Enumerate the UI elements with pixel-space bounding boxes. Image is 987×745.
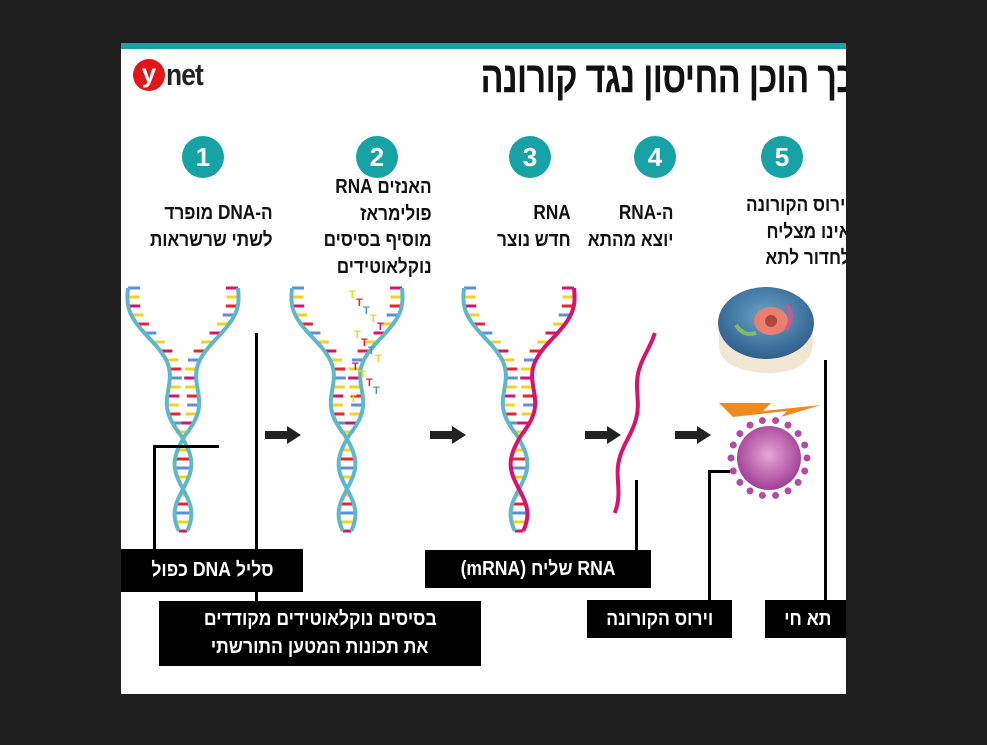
- callout-text: RNA שליח (mRNA): [460, 558, 616, 580]
- callout-virus: וירוס הקורונה: [587, 600, 732, 638]
- connector-line: [708, 470, 711, 600]
- step-line: פולימראז: [360, 202, 432, 225]
- callout-text: את תכונות המטען התורשתי: [211, 636, 429, 658]
- step-line: לשתי שרשראות: [150, 228, 273, 251]
- callout-bases: בסיסים נוקלאוטידים מקודדים את תכונות המט…: [159, 601, 481, 666]
- blocked-lightning-icon: [719, 403, 821, 417]
- free-nucleotide: T: [354, 329, 361, 341]
- step-line: האנזים RNA: [335, 176, 432, 198]
- callout-text: בסיסים נוקלאוטידים מקודדים: [203, 608, 437, 630]
- free-nucleotide: T: [366, 377, 373, 389]
- step-line: אינו מצליח: [766, 220, 846, 243]
- callout-text: תא חי: [783, 608, 832, 630]
- arrow-right-icon: [585, 426, 621, 444]
- free-nucleotide: T: [359, 369, 366, 381]
- step-line: וירוס הקורונה: [745, 194, 846, 216]
- step-3-text: RNA חדש נוצר: [497, 200, 571, 253]
- virus-spike: [758, 491, 766, 499]
- accent-bar: [121, 43, 846, 49]
- connector-line: [824, 360, 827, 600]
- virus-spike: [729, 441, 737, 449]
- dna-3-strand: [461, 287, 530, 532]
- virus-spike: [784, 421, 792, 429]
- step-line: RNA: [533, 202, 571, 224]
- virus-spike: [746, 487, 754, 495]
- virus-spike: [772, 417, 780, 425]
- virus-spike: [729, 467, 737, 475]
- step-line: חדש נוצר: [497, 228, 571, 251]
- virus-spike: [736, 478, 744, 486]
- virus-spike: [758, 417, 766, 425]
- callout-text: וירוס הקורונה: [606, 608, 713, 630]
- step-4-text: ה-RNA יוצא מהתא: [587, 200, 673, 253]
- virus-spike: [803, 454, 811, 462]
- virus-spike: [784, 487, 792, 495]
- rna-strand: [612, 332, 657, 514]
- step-4-number: 4: [634, 136, 676, 178]
- page-title: כך הוכן החיסון נגד קורונה: [480, 53, 846, 102]
- virus-spike: [801, 467, 809, 475]
- connector-line: [153, 445, 156, 549]
- ynet-logo: y net: [133, 57, 210, 93]
- callout-text: סליל DNA כפול: [150, 559, 274, 581]
- step-line: לחדור לתא: [765, 247, 846, 269]
- step-1-text: ה-DNA מופרד לשתי שרשראות: [150, 200, 273, 253]
- step-3-number: 3: [509, 136, 551, 178]
- connector-line: [708, 470, 730, 473]
- infographic: y net כך הוכן החיסון נגד קורונה 1 2 3 4 …: [121, 43, 846, 694]
- free-nucleotide: T: [352, 361, 359, 373]
- callout-mrna: RNA שליח (mRNA): [425, 550, 651, 588]
- virus-spike: [746, 421, 754, 429]
- dna-1-strand: [172, 287, 241, 532]
- virus-illustration: [727, 417, 811, 499]
- arrow-right-icon: [265, 426, 301, 444]
- cell-illustration: [718, 287, 814, 374]
- dna-3-strand: [508, 287, 577, 532]
- dna-2-strand: [336, 287, 405, 532]
- step-line: נוקלאוטידים: [337, 255, 432, 278]
- dna-1-strand: [125, 287, 194, 532]
- free-nucleotide: T: [349, 289, 356, 301]
- step-line: ה-DNA מופרד: [164, 202, 273, 224]
- virus-spike: [736, 430, 744, 438]
- connector-line: [635, 480, 638, 550]
- free-nucleotide: T: [377, 321, 384, 333]
- step-2-number: 2: [356, 136, 398, 178]
- free-nucleotide: T: [370, 313, 377, 325]
- logo-net: net: [166, 57, 204, 92]
- virus-spike: [801, 441, 809, 449]
- free-nucleotide: T: [350, 393, 357, 405]
- connector-line: [153, 445, 219, 448]
- arrow-right-icon: [675, 426, 711, 444]
- step-5-number: 5: [761, 136, 803, 178]
- virus-spike: [794, 430, 802, 438]
- virus-spike: [772, 491, 780, 499]
- step-2-text: האנזים RNA פולימראז מוסיף בסיסים נוקלאוט…: [324, 174, 432, 280]
- callout-cell: תא חי: [765, 600, 846, 638]
- step-line: מוסיף בסיסים: [323, 229, 432, 251]
- virus-spike: [727, 454, 735, 462]
- logo-y: y: [133, 59, 165, 91]
- step-5-text: וירוס הקורונה אינו מצליח לחדור לתא: [746, 192, 846, 272]
- connector-line: [255, 333, 258, 601]
- callout-double-helix: סליל DNA כפול: [121, 549, 303, 592]
- free-nucleotide: T: [368, 345, 375, 357]
- free-nucleotide: T: [375, 353, 382, 365]
- free-nucleotide: T: [363, 305, 370, 317]
- free-nucleotide: T: [373, 385, 380, 397]
- step-line: יוצא מהתא: [587, 228, 673, 251]
- step-line: ה-RNA: [618, 202, 673, 224]
- step-1-number: 1: [182, 136, 224, 178]
- arrow-right-icon: [430, 426, 466, 444]
- free-nucleotide: T: [356, 297, 363, 309]
- dna-2-strand: [289, 287, 358, 532]
- virus-spike: [794, 478, 802, 486]
- free-nucleotide: T: [361, 337, 368, 349]
